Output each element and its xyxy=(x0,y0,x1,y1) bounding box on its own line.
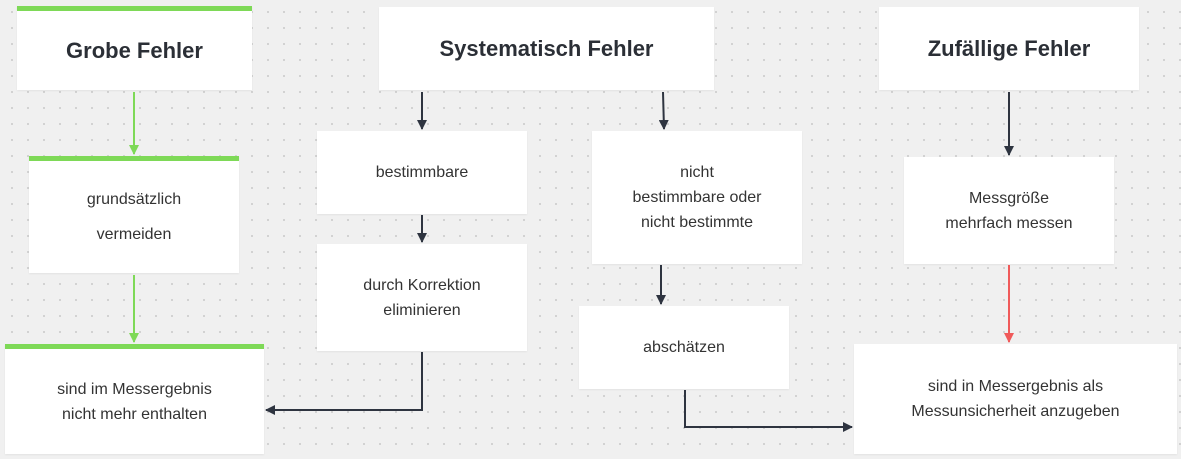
grobe-fehler-title: Grobe Fehler xyxy=(66,37,203,63)
systematisch-fehler-title: Systematisch Fehler xyxy=(439,35,654,61)
nicht-bestimmbare-label: nicht bestimmbare oder nicht bestimmte xyxy=(632,164,762,231)
abschaetzen-node: abschätzen xyxy=(579,306,789,389)
nicht-bestimmbare-node: nicht bestimmbare oder nicht bestimmte xyxy=(592,131,802,264)
korrektion-eliminieren-node: durch Korrektion eliminieren xyxy=(317,244,527,351)
edge-korrektion-to-enthalten xyxy=(265,352,423,415)
zufaellige-fehler-header: Zufällige Fehler xyxy=(879,7,1139,90)
abschaetzen-label: abschätzen xyxy=(643,339,725,356)
zufaellige-fehler-title: Zufällige Fehler xyxy=(927,35,1091,61)
nicht-mehr-enthalten-label: sind im Messergebnis nicht mehr enthalte… xyxy=(57,380,212,423)
edge-abschaetzen-to-messunsicherheit xyxy=(684,390,853,432)
bestimmbare-node: bestimmbare xyxy=(317,131,527,214)
messunsicherheit-node: sind in Messergebnis als Messunsicherhei… xyxy=(854,344,1177,454)
grobe-fehler-header: Grobe Fehler xyxy=(17,6,252,90)
korrektion-eliminieren-label: durch Korrektion eliminieren xyxy=(363,276,481,319)
mehrfach-messen-node: Messgröße mehrfach messen xyxy=(904,157,1114,264)
messunsicherheit-label: sind in Messergebnis als Messunsicherhei… xyxy=(911,378,1120,420)
bestimmbare-label: bestimmbare xyxy=(375,164,469,181)
systematisch-fehler-header: Systematisch Fehler xyxy=(379,7,714,90)
grundsaetzlich-vermeiden-node: grundsätzlich vermeiden xyxy=(29,156,239,273)
grundsaetzlich-vermeiden-label: grundsätzlich vermeiden xyxy=(86,191,182,243)
nicht-mehr-enthalten-node: sind im Messergebnis nicht mehr enthalte… xyxy=(5,344,264,454)
edge-systematisch-to-nicht-bestimmbare xyxy=(658,91,669,130)
mehrfach-messen-label: Messgröße mehrfach messen xyxy=(945,189,1073,232)
